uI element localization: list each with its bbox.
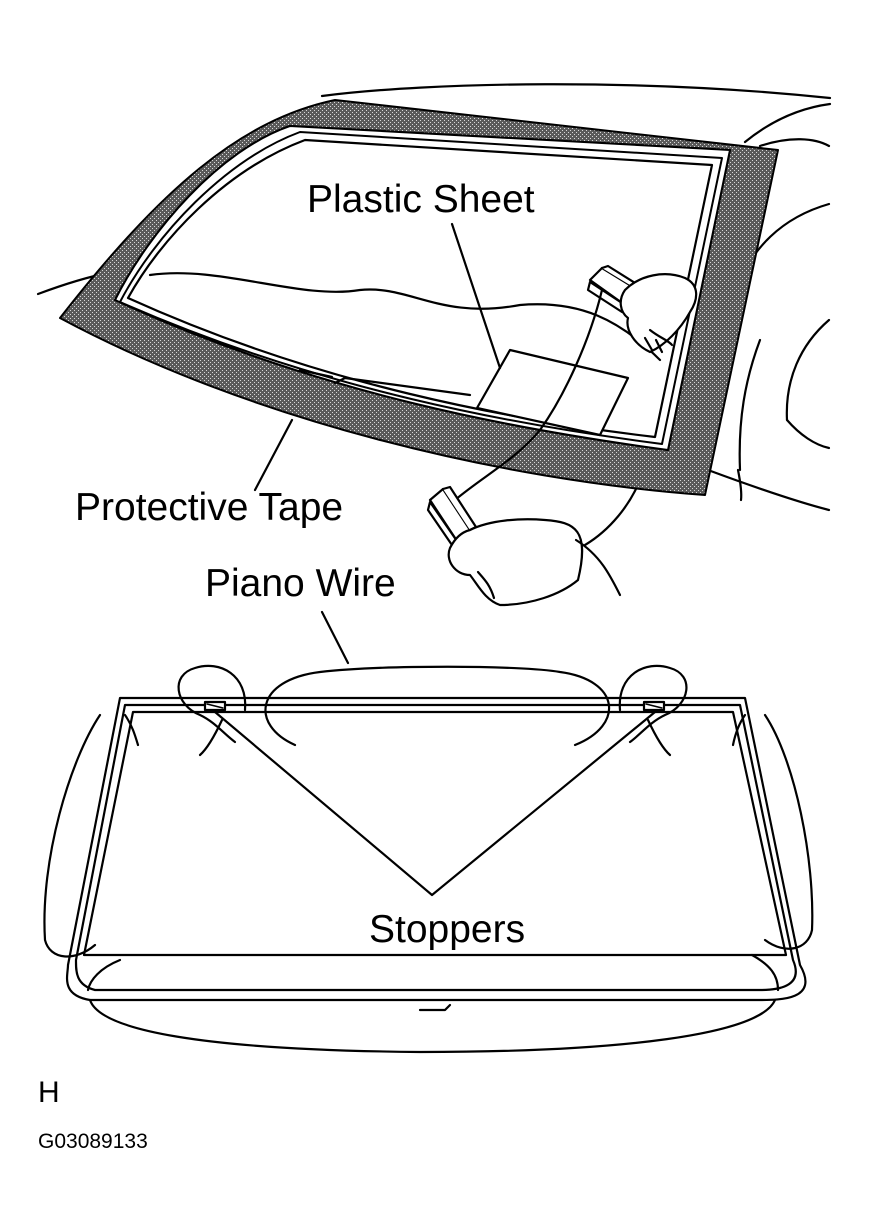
dashboard-contour [148,272,662,362]
lower-hand [447,518,622,607]
piano-wire-label: Piano Wire [205,562,396,605]
left-wire-loop [177,664,247,744]
piano-wire-lower [453,428,542,502]
protective-tape-label: Protective Tape [75,486,344,529]
piano-wire-upper [538,288,604,432]
stoppers-label: Stoppers [369,908,526,951]
plastic-sheet-label: Plastic Sheet [307,178,535,221]
left-side-loop [43,713,102,958]
plastic-sheet [475,348,630,437]
piano-wire-top-loop [264,665,611,747]
upper-hand [619,273,698,354]
protective-tape-band [114,125,731,451]
figure-letter: H [38,1076,60,1109]
windshield-outline-lower [65,696,807,1054]
glass-inner-line [126,138,714,439]
protective-tape-leader [253,418,294,492]
right-side-loop [763,713,814,950]
stoppers-leader [213,710,657,897]
piano-wire-leader [320,610,350,665]
figure-code: G03089133 [38,1130,148,1153]
right-wire-loop [618,664,688,744]
plastic-sheet-leader [450,222,502,370]
